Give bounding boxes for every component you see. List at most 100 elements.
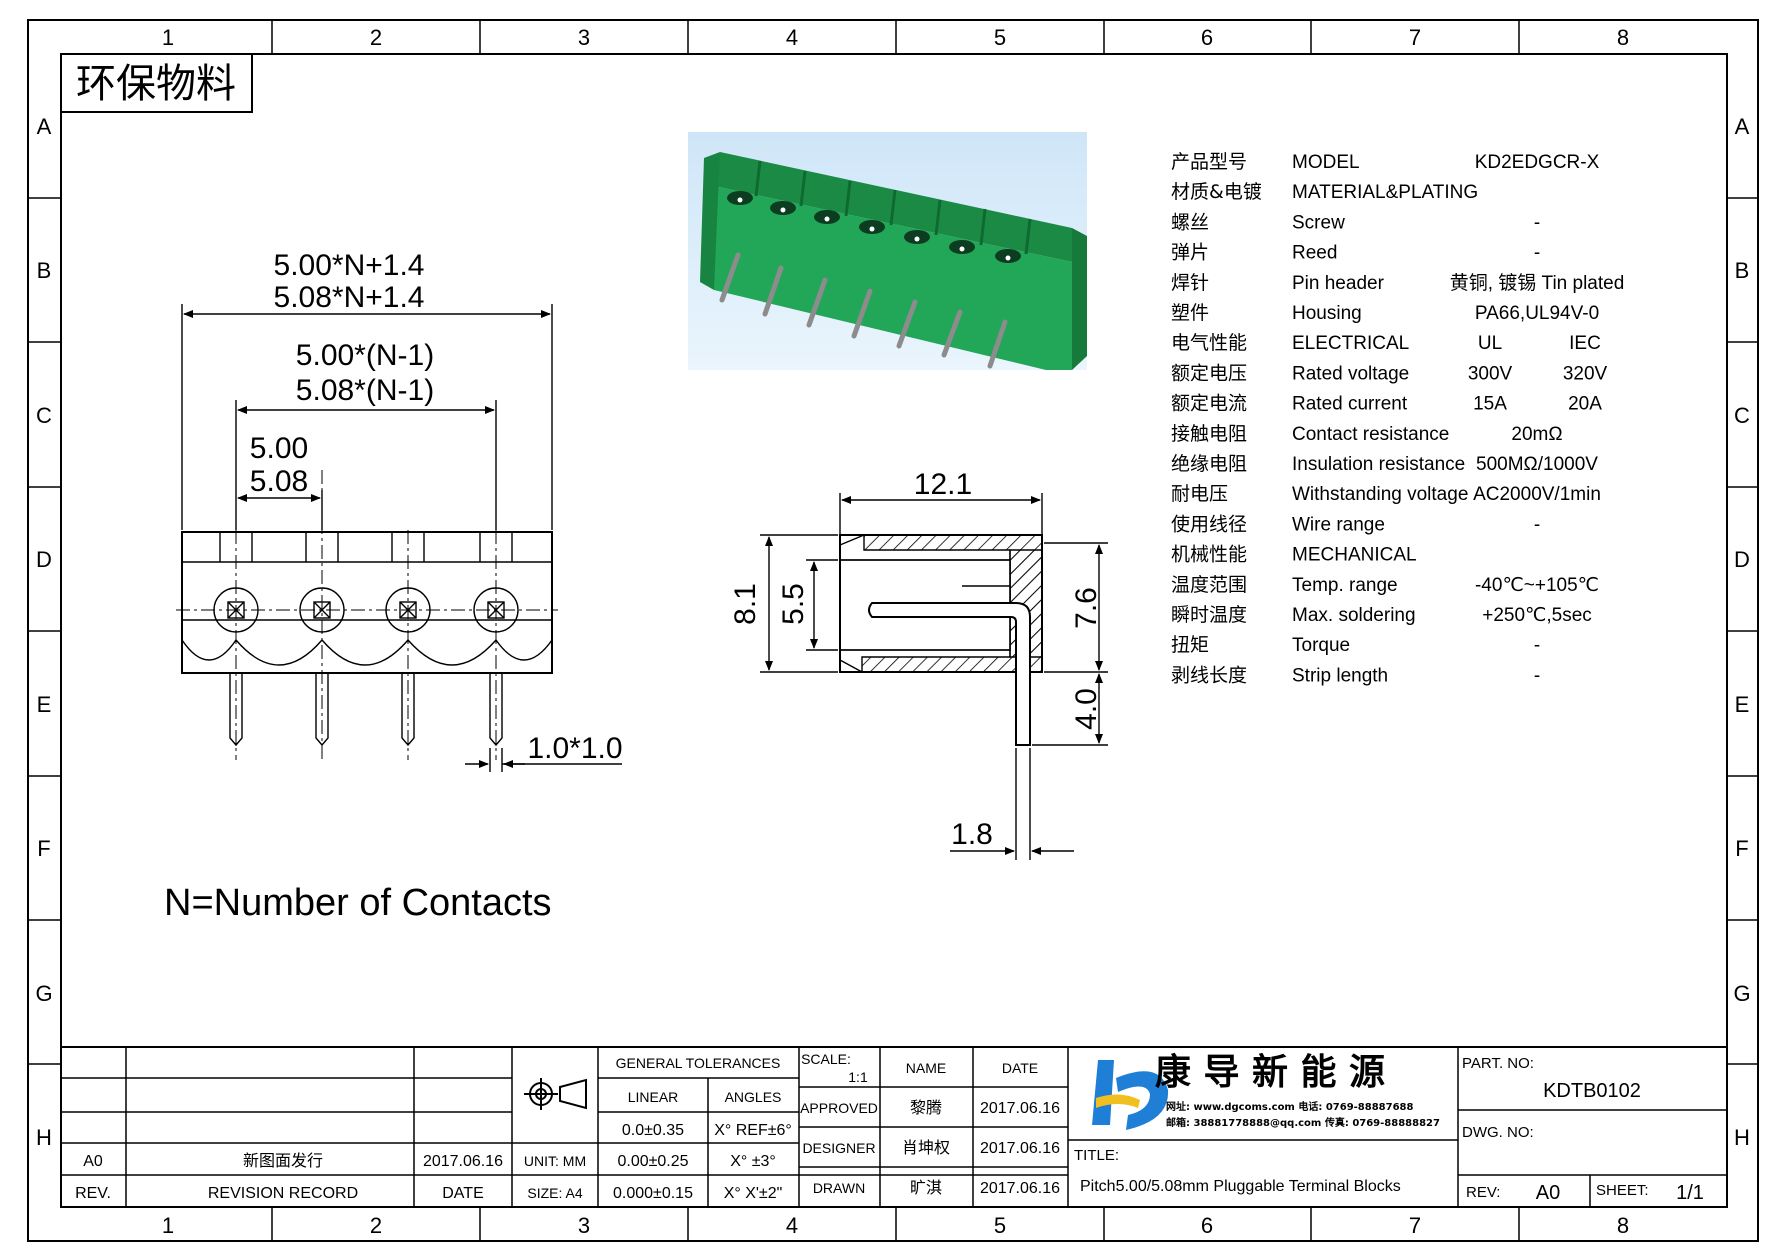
angles-label: ANGLES [725,1089,782,1105]
projection-symbol-icon [524,1078,587,1110]
part-no-label: PART. NO: [1462,1055,1534,1072]
span-dim-label: 5.00*(N-1) [296,339,434,372]
product-photo [688,132,1087,370]
title-label: TITLE: [1074,1147,1119,1164]
spec-label-en: Screw [1292,212,1345,233]
rev2-label: REV: [1466,1184,1500,1201]
col-number-bottom: 2 [370,1213,382,1238]
company-name: 康 导 新 能 源 [1155,1051,1385,1093]
title-block-text: A0 新图面发行 2017.06.16 REV. REVISION RECORD… [75,1051,1060,1202]
title-block [61,1046,1727,1207]
col-number-top: 1 [162,25,174,50]
spec-label-en: Temp. range [1292,575,1398,596]
spec-value: 20mΩ [1511,424,1562,445]
spec-label-en: ELECTRICAL [1292,333,1409,354]
unit-label: UNIT: MM [524,1153,586,1169]
row-letter-left: C [36,403,52,428]
spec-value: AC2000V/1min [1473,484,1601,505]
col-number-top: 2 [370,25,382,50]
spec-value: 320V [1563,363,1608,384]
row-letter-right: D [1734,547,1750,572]
designer-label: DESIGNER [802,1140,875,1156]
approved-name: 黎腾 [910,1098,942,1117]
linear-tol-1: 0.0±0.35 [622,1122,684,1139]
row-letter-right: G [1733,981,1750,1006]
linear-tol-2: 0.00±0.25 [617,1153,688,1170]
spec-value: - [1534,243,1540,264]
spec-label-en: Withstanding voltage [1292,484,1468,505]
pin-dim-label: 1.0*1.0 [527,732,622,765]
spec-value: KD2EDGCR-X [1475,152,1600,173]
sheet-value: 1/1 [1676,1182,1704,1204]
col-number-bottom: 4 [786,1213,798,1238]
col-number-top: 7 [1409,25,1421,50]
width-dim-label: 12.1 [914,468,972,501]
spec-value: UL [1478,333,1502,354]
col-number-top: 8 [1617,25,1629,50]
spec-label-en: MODEL [1292,152,1360,173]
col-number-top: 3 [578,25,590,50]
overall-dim-label: 5.08*N+1.4 [274,281,425,314]
sheet-label: SHEET: [1596,1182,1649,1199]
frame-column-dividers [271,20,1520,1241]
spec-label-en: Rated voltage [1292,363,1409,384]
designer-name: 肖坤权 [902,1138,950,1157]
spec-value: - [1534,635,1540,656]
col-number-bottom: 8 [1617,1213,1629,1238]
row-letter-right: F [1735,836,1748,861]
spec-value: +250℃,5sec [1482,605,1592,626]
row-letter-left: B [37,258,52,283]
dwg-no-label: DWG. NO: [1462,1124,1534,1141]
spec-label-en: Wire range [1292,514,1385,535]
row-letter-left: G [35,981,52,1006]
pitch-dim-label: 5.00 [250,432,308,465]
spec-label-cn: 剥线长度 [1171,664,1247,686]
spec-label-en: MATERIAL&PLATING [1292,182,1478,203]
spec-label-cn: 使用线径 [1171,513,1247,535]
spec-value: - [1534,665,1540,686]
linear-label: LINEAR [628,1089,679,1105]
rev-value: A0 [83,1153,103,1170]
row-letter-right: C [1734,403,1750,428]
spec-value: PA66,UL94V-0 [1475,303,1599,324]
spec-value: 黄铜, 镀锡 Tin plated [1450,272,1625,294]
spec-label-cn: 瞬时温度 [1171,604,1247,626]
rev-record-value: 新图面发行 [243,1151,323,1170]
spec-label-en: Max. soldering [1292,605,1416,626]
front-view-dimensions: 5.00*N+1.4 5.08*N+1.4 5.00*(N-1) 5.08*(N… [250,249,623,765]
spec-value: 500MΩ/1000V [1476,454,1598,475]
company-block: 康 导 新 能 源 网址: www.dgcoms.com 电话: 0769-88… [1074,1051,1440,1195]
col-number-top: 6 [1201,25,1213,50]
angle-tol-2: X° ±3° [730,1153,776,1170]
spec-label-cn: 额定电流 [1171,393,1247,415]
rev-label: REV. [75,1185,111,1202]
frame-labels: 1 2 3 4 5 6 7 8 1 2 3 4 5 6 7 8 A B C D … [35,25,1750,1238]
scale-label: SCALE: [801,1051,851,1067]
part-no-value: KDTB0102 [1543,1080,1641,1102]
drawn-label: DRAWN [813,1180,865,1196]
col-number-top: 4 [786,25,798,50]
spec-label-en: Pin header [1292,273,1385,294]
scale-value: 1:1 [848,1069,868,1085]
col-number-top: 5 [994,25,1006,50]
row-letter-left: D [36,547,52,572]
spec-label-cn: 耐电压 [1171,483,1228,505]
spec-value: -40℃~+105℃ [1475,575,1599,596]
side-view-dimensions: 12.1 8.1 5.5 7.6 4.0 1.8 [729,468,1103,851]
col-number-bottom: 6 [1201,1213,1213,1238]
spec-label-cn: 焊针 [1171,272,1209,294]
spec-value: 300V [1468,363,1513,384]
front-view [176,304,622,772]
general-tolerances: GENERAL TOLERANCES [616,1055,781,1071]
drawn-name: 旷淇 [910,1178,942,1197]
title-value: Pitch5.00/5.08mm Pluggable Terminal Bloc… [1080,1178,1401,1195]
row-letter-right: B [1735,258,1750,283]
row-letter-left: E [37,692,52,717]
pin-len-dim-label: 4.0 [1070,688,1103,730]
designer-date: 2017.06.16 [980,1140,1060,1157]
col-number-bottom: 3 [578,1213,590,1238]
part-block: PART. NO: KDTB0102 DWG. NO: REV: A0 SHEE… [1462,1055,1704,1204]
col-number-bottom: 7 [1409,1213,1421,1238]
spec-value: 20A [1568,394,1602,415]
side-view [760,493,1108,860]
